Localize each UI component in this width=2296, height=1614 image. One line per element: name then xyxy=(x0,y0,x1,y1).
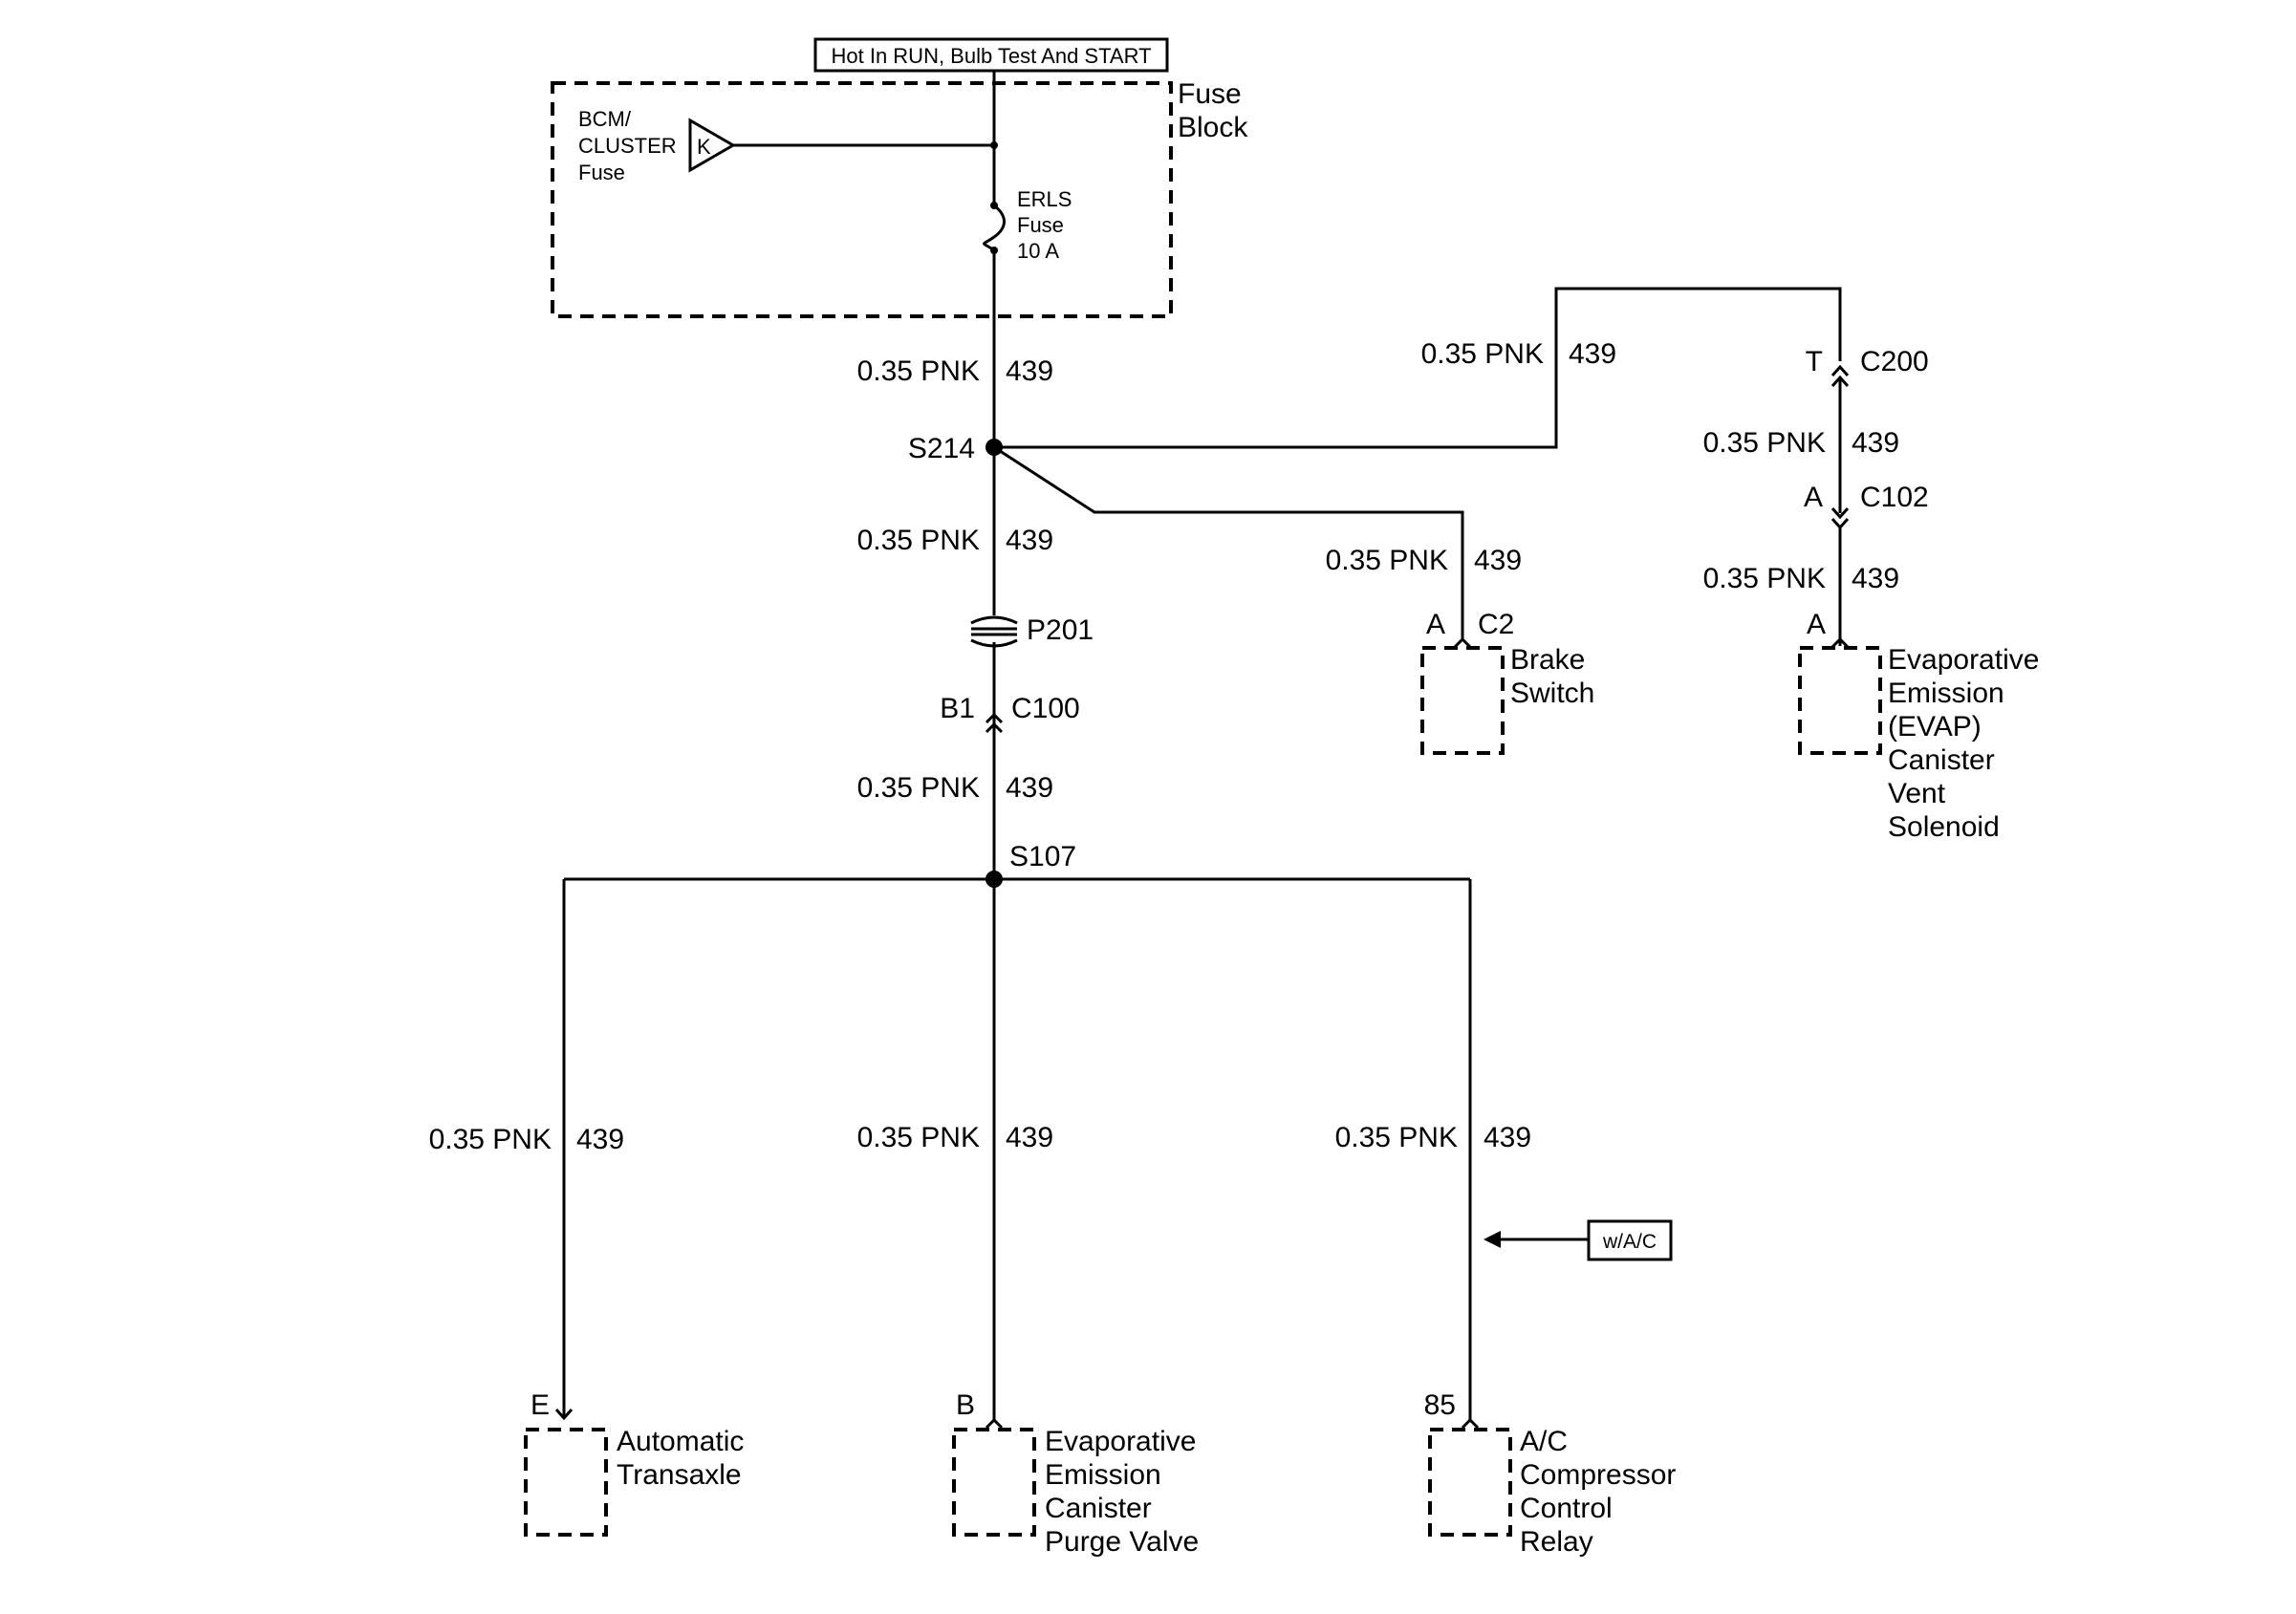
c200-label: C200 xyxy=(1860,346,1929,377)
ac-relay-label-1: A/C xyxy=(1520,1426,1568,1457)
wire-label-color: 0.35 PNK xyxy=(429,1124,552,1155)
brake-switch-box xyxy=(1420,646,1505,755)
c200-pin-label: T xyxy=(1806,346,1823,377)
brake-switch-label-1: Brake xyxy=(1510,644,1585,676)
wire-label-color: 0.35 PNK xyxy=(857,1122,980,1153)
fuse-block-title-2: Block xyxy=(1178,112,1248,143)
wire-label-color: 0.35 PNK xyxy=(1703,563,1826,594)
purge-valve-pin-symbol xyxy=(985,1417,1004,1430)
evap-vent-pin-symbol xyxy=(1830,636,1850,649)
transaxle-box xyxy=(524,1428,608,1537)
wire-label-circuit: 439 xyxy=(576,1124,624,1155)
bcm-label-1: BCM/ xyxy=(578,107,632,131)
power-source-box xyxy=(813,37,1169,73)
brake-switch-pin-symbol xyxy=(1453,636,1472,649)
ac-relay-label-3: Control xyxy=(1520,1493,1613,1524)
brake-switch-connector-label: C2 xyxy=(1478,609,1514,640)
wire-label-color: 0.35 PNK xyxy=(857,772,980,804)
power-source-text: Hot In RUN, Bulb Test And START xyxy=(831,44,1151,68)
wire-s214-to-brake-switch xyxy=(993,445,1464,638)
c102-connector-symbol xyxy=(1830,507,1850,520)
wire-label-circuit: 439 xyxy=(1852,563,1899,594)
c102-pin-label: A xyxy=(1804,482,1823,513)
purge-valve-label-3: Canister xyxy=(1045,1493,1152,1524)
bcm-connector-symbol xyxy=(688,118,736,173)
wire-label-circuit: 439 xyxy=(1852,427,1899,459)
evap-vent-solenoid-label: Evaporative Emission (EVAP) Canister Ven… xyxy=(1888,644,2039,843)
ac-relay-pin-symbol xyxy=(1461,1417,1480,1430)
p201-connector-symbol xyxy=(970,615,1018,648)
erls-label-1: ERLS xyxy=(1017,187,1072,211)
c102-connector-symbol-2 xyxy=(1830,518,1850,530)
c100-label: C100 xyxy=(1011,693,1080,724)
ac-relay-label-4: Relay xyxy=(1520,1526,1593,1558)
transaxle-label-1: Automatic xyxy=(617,1426,744,1457)
erls-fuse-symbol xyxy=(983,204,1006,252)
wire-label-circuit: 439 xyxy=(1569,338,1616,370)
transaxle-label-2: Transaxle xyxy=(617,1459,742,1491)
wire-label-color: 0.35 PNK xyxy=(1335,1122,1458,1153)
evap-vent-label-3: (EVAP) xyxy=(1888,711,1982,742)
purge-valve-label-1: Evaporative xyxy=(1045,1426,1196,1457)
wire-label-circuit: 439 xyxy=(1474,545,1522,576)
option-tag-box xyxy=(1587,1219,1673,1261)
ac-relay-box xyxy=(1428,1428,1512,1537)
evap-vent-pin-label: A xyxy=(1807,609,1826,640)
erls-label-2: Fuse xyxy=(1017,213,1064,237)
wire-label-circuit: 439 xyxy=(1006,525,1053,556)
c100-pin-label: B1 xyxy=(940,693,975,724)
wire-label-color: 0.35 PNK xyxy=(1421,338,1544,370)
transaxle-pin-symbol xyxy=(554,1409,574,1421)
wire-label-circuit: 439 xyxy=(1484,1122,1531,1153)
wire-label-color: 0.35 PNK xyxy=(1326,545,1448,576)
option-tag-label: w/A/C xyxy=(1602,1231,1657,1253)
brake-switch-label-2: Switch xyxy=(1510,678,1594,709)
evap-vent-label-4: Canister xyxy=(1888,744,1995,776)
purge-valve-label-2: Emission xyxy=(1045,1459,1161,1491)
transaxle-pin-label: E xyxy=(531,1389,550,1421)
erls-label-3: 10 A xyxy=(1017,239,1059,263)
wire-label-circuit: 439 xyxy=(1006,772,1053,804)
evap-vent-solenoid-box xyxy=(1798,646,1882,755)
evap-vent-label-5: Vent xyxy=(1888,778,1946,809)
c100-connector-symbol-2 xyxy=(985,721,1004,734)
ac-relay-label-2: Compressor xyxy=(1520,1459,1676,1491)
purge-valve-box xyxy=(952,1428,1036,1537)
wire-label-circuit: 439 xyxy=(1006,1122,1053,1153)
purge-valve-pin-label: B xyxy=(956,1389,975,1421)
evap-vent-label-1: Evaporative xyxy=(1888,644,2039,676)
bcm-pin-label: K xyxy=(697,135,711,159)
s107-label: S107 xyxy=(1009,841,1076,872)
wire-label-color: 0.35 PNK xyxy=(1703,427,1826,459)
evap-vent-label-6: Solenoid xyxy=(1888,811,2000,843)
c100-connector-symbol xyxy=(985,712,1004,724)
bcm-label-3: Fuse xyxy=(578,161,625,184)
c200-connector-symbol xyxy=(1830,364,1850,377)
option-arrow-head xyxy=(1484,1231,1501,1248)
bcm-label-2: CLUSTER xyxy=(578,134,677,158)
power-source-label: Hot In RUN, Bulb Test And START xyxy=(813,37,1169,73)
c102-label: C102 xyxy=(1860,482,1929,513)
fuse-block-outline xyxy=(551,81,1173,318)
fuse-block-title-1: Fuse xyxy=(1178,78,1242,110)
brake-switch-pin-label: A xyxy=(1426,609,1445,640)
wire-label-circuit: 439 xyxy=(1006,355,1053,387)
wire-label-color: 0.35 PNK xyxy=(857,355,980,387)
purge-valve-label-4: Purge Valve xyxy=(1045,1526,1199,1558)
evap-vent-label-2: Emission xyxy=(1888,678,2004,709)
s214-label: S214 xyxy=(908,433,975,464)
p201-label: P201 xyxy=(1027,614,1094,646)
wire-s214-to-c200 xyxy=(994,287,1842,449)
wire-label-color: 0.35 PNK xyxy=(857,525,980,556)
ac-relay-pin-label: 85 xyxy=(1424,1389,1456,1421)
